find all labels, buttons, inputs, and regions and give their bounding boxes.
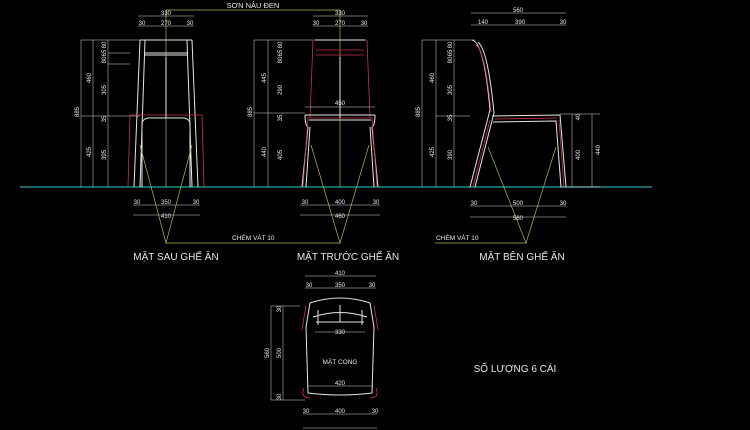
dimension-label: 80 — [448, 41, 454, 48]
dimension-label: 330 — [335, 11, 346, 17]
dimension-label: 440 — [596, 144, 602, 155]
dimension-label: 30 — [139, 21, 146, 27]
dimension-label: 330 — [161, 11, 172, 17]
dimension-label: 330 — [335, 330, 346, 336]
front-view-title: MẶT TRƯỚC GHẾ ĂN — [297, 250, 399, 263]
dimension-label: 420 — [335, 381, 346, 387]
dimension-label: 405 — [278, 149, 284, 160]
dimension-label: 30 — [373, 200, 380, 206]
side-chamfer-note: CHÉM VÁT 10 — [436, 233, 479, 242]
chamfer-note: CHÉM VÁT 10 — [232, 233, 275, 242]
dimension-label: 500 — [277, 347, 283, 358]
dimension-label: 460 — [87, 72, 93, 83]
dimension-label: 400 — [576, 149, 582, 160]
dimension-label: 400 — [335, 409, 346, 415]
dimension-label: 270 — [335, 21, 346, 27]
dimension-label: 445 — [262, 72, 268, 83]
dimension-label: 390 — [515, 20, 526, 26]
dimension-label: 30 — [303, 409, 310, 415]
dimension-label: 410 — [161, 214, 172, 220]
dimension-label: 30 — [361, 21, 368, 27]
dimension-label: 440 — [262, 146, 268, 157]
dimension-label: 560 — [513, 8, 524, 14]
dimension-label: 35 — [448, 114, 454, 121]
top-note-text: SƠN NÂU ĐEN — [227, 1, 280, 10]
dimension-label: 460 — [430, 72, 436, 83]
dimension-label: 30 — [369, 283, 376, 289]
dimension-label: 30 — [471, 201, 478, 207]
dimension-label: 80 — [102, 56, 108, 63]
dimension-label: 40 — [576, 113, 582, 120]
dimension-label: 390 — [448, 149, 454, 160]
quantity-note: SỐ LƯỢNG 6 CÁI — [474, 361, 557, 375]
dimension-label: 305 — [448, 84, 454, 95]
dimension-label: 305 — [102, 84, 108, 95]
dimension-label: 35 — [102, 115, 108, 122]
side-view: 560 140 390 30 885 460 425 80 65 80 305 … — [416, 8, 602, 263]
top-note: SƠN NÂU ĐEN — [165, 1, 341, 187]
dimension-label: 30 — [277, 305, 283, 312]
dimension-label: 30 — [302, 200, 309, 206]
dimension-label: 30 — [560, 20, 567, 26]
dimension-label: 30 — [193, 200, 200, 206]
plan-view: 410 30 350 30 330 560 500 30 30 MẶT CONG… — [265, 271, 379, 429]
dimension-label: 30 — [560, 201, 567, 207]
dimension-label: 65 — [278, 49, 284, 56]
dimension-label: 425 — [430, 146, 436, 157]
front-view: 330 30 270 30 450 885 445 440 80 65 80 2… — [248, 11, 399, 263]
dimension-label: 80 — [278, 56, 284, 63]
dimension-label: 350 — [335, 283, 346, 289]
dimension-label: 500 — [513, 201, 524, 207]
dimension-label: 30 — [277, 393, 283, 400]
dimension-label: 65 — [102, 49, 108, 56]
dimension-label: 885 — [248, 106, 254, 117]
dimension-label: 80 — [102, 41, 108, 48]
dimension-label: 450 — [335, 101, 346, 107]
dimension-label: 460 — [335, 214, 346, 220]
dimension-label: 270 — [161, 21, 172, 27]
dimension-label: 30 — [372, 409, 379, 415]
seat-note: MẶT CONG — [323, 357, 358, 366]
dimension-label: 30 — [187, 21, 194, 27]
dimension-label: 30 — [313, 21, 320, 27]
dimension-label: 395 — [102, 149, 108, 160]
dimension-label: 350 — [161, 200, 172, 206]
dimension-label: 410 — [335, 271, 346, 277]
dimension-label: 885 — [75, 106, 81, 117]
dimension-label: 885 — [416, 106, 422, 117]
side-view-title: MẶT BÊN GHẾ ĂN — [479, 250, 564, 263]
dimension-label: 400 — [335, 200, 346, 206]
dimension-label: 140 — [478, 20, 489, 26]
dimension-label: 425 — [87, 146, 93, 157]
back-view-title: MẶT SAU GHẾ ĂN — [133, 250, 218, 263]
back-view: 330 30 270 30 885 460 425 80 65 80 305 3… — [75, 11, 219, 263]
dimension-label: 290 — [278, 84, 284, 95]
dimension-label: 65 — [448, 49, 454, 56]
dimension-label: 35 — [278, 114, 284, 121]
dimension-label: 560 — [513, 216, 524, 222]
dimension-label: 80 — [448, 56, 454, 63]
dimension-label: 30 — [134, 200, 141, 206]
dimension-label: 30 — [306, 283, 313, 289]
dimension-label: 80 — [278, 41, 284, 48]
dimension-label: 560 — [265, 347, 271, 358]
